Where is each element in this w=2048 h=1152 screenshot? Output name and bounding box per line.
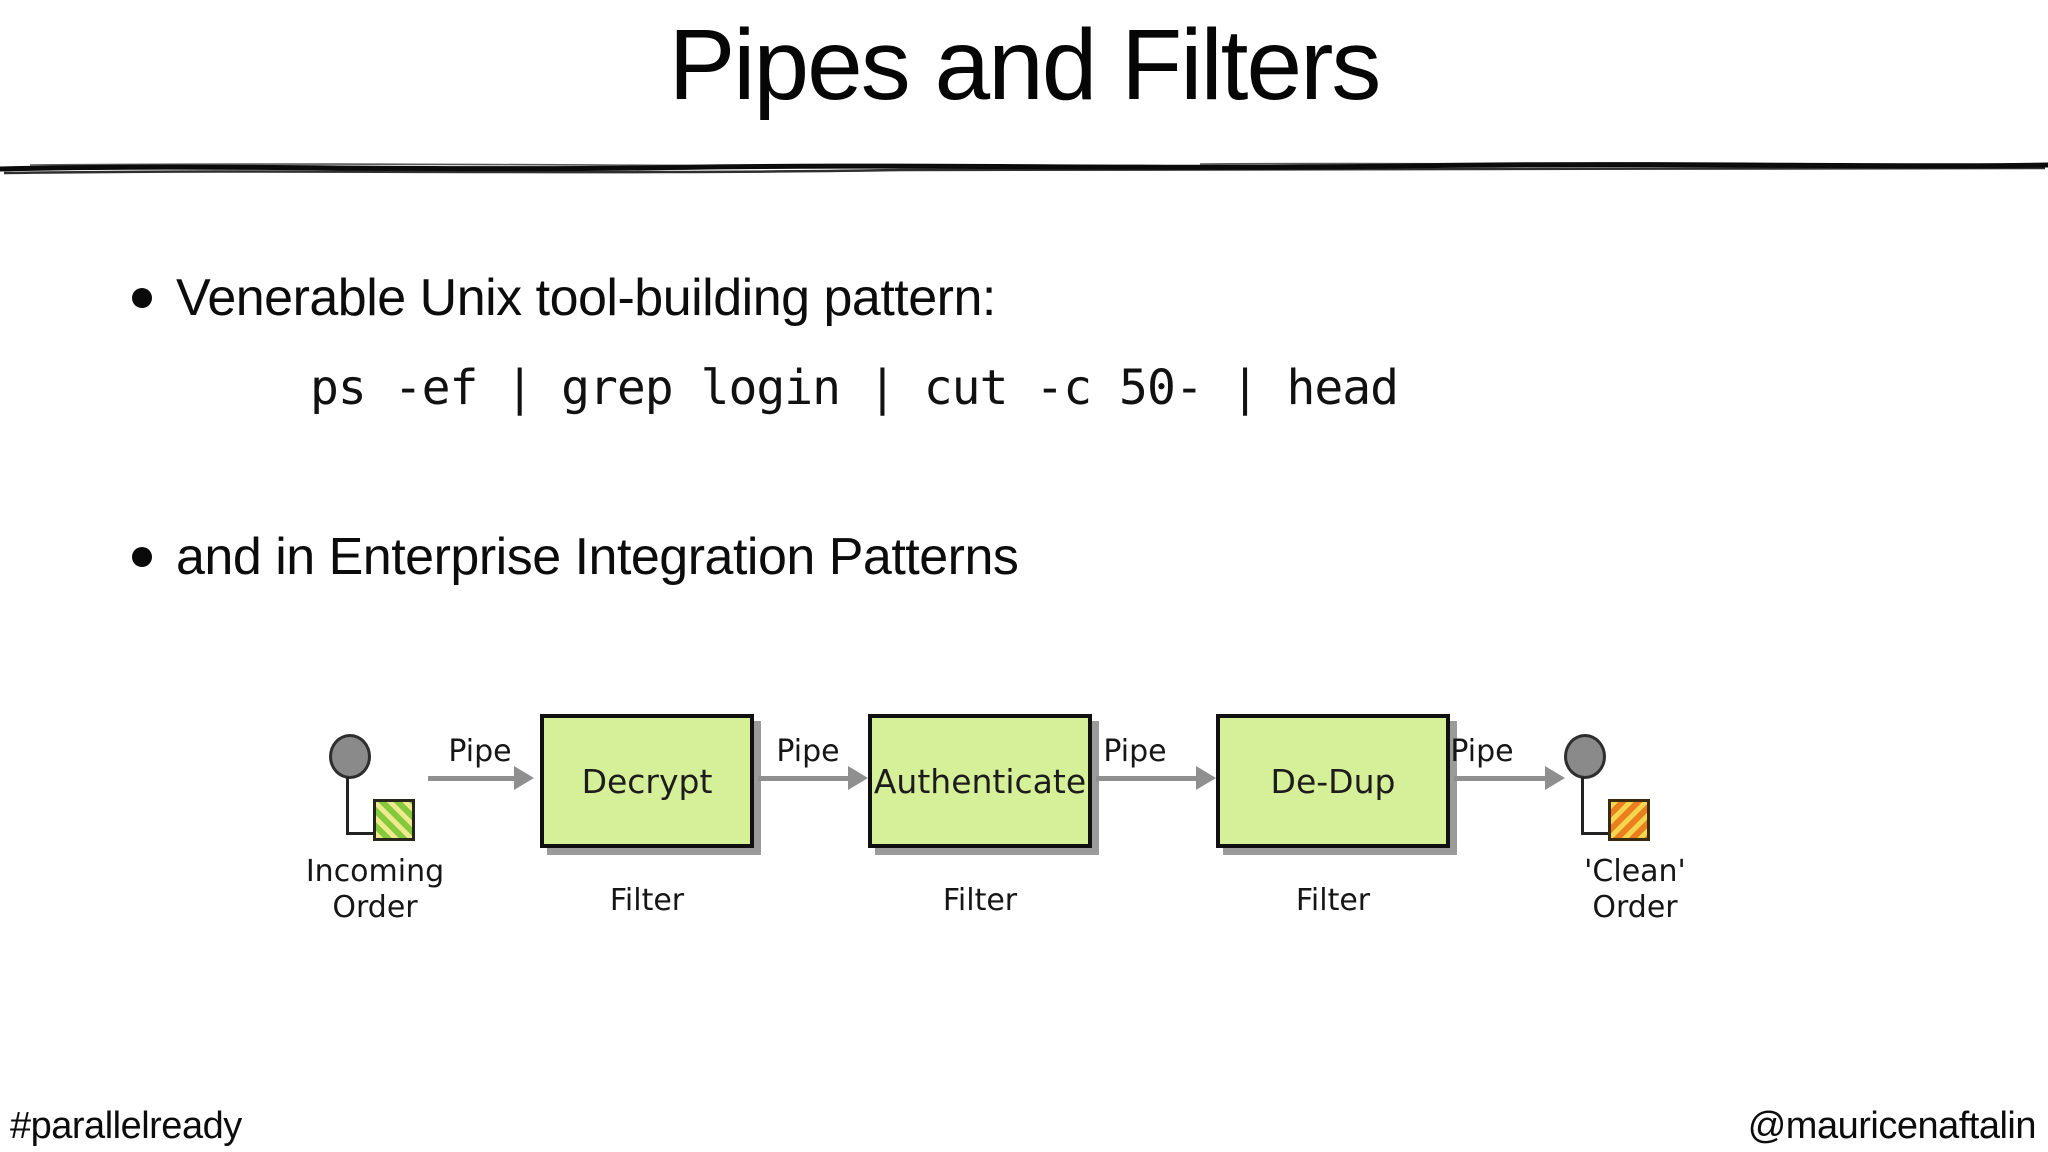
bullet-text-eip: and in Enterprise Integration Patterns (176, 528, 1019, 586)
page-title: Pipes and Filters (668, 9, 1382, 121)
filter-box-dedup: De-Dup (1216, 714, 1450, 848)
filter-caption: Filter (942, 883, 1018, 918)
filter-caption: Filter (609, 883, 685, 918)
filter-name: Decrypt (581, 761, 713, 801)
pipes-filters-diagram: Incoming Order Pipe Decrypt Filter Pipe … (300, 690, 1720, 980)
bullet-dot (132, 547, 152, 567)
filter-box-authenticate: Authenticate (868, 714, 1092, 848)
pipe-label: Pipe (1450, 734, 1514, 769)
pipe-arrow (1096, 766, 1216, 790)
incoming-connector-line (346, 777, 349, 835)
clean-message-icon (1608, 799, 1650, 841)
incoming-order-label-line2: Order (332, 890, 418, 925)
filter-box-decrypt: Decrypt (540, 714, 754, 848)
filter-name: De-Dup (1270, 761, 1396, 801)
filter-name: Authenticate (873, 761, 1087, 801)
pipe-arrow (428, 766, 534, 790)
filter-caption: Filter (1295, 883, 1371, 918)
clean-connector-line (1581, 777, 1584, 835)
clean-connector-line (1581, 832, 1609, 835)
divider-line (0, 162, 2048, 175)
clean-order-label: 'Clean' Order (1540, 854, 1730, 926)
clean-order-circle-icon (1564, 734, 1606, 779)
incoming-connector-line (346, 832, 374, 835)
bullet-dot (132, 288, 152, 308)
hashtag-footer: #parallelready (10, 1105, 242, 1147)
twitter-handle-footer: @mauricenaftalin (1747, 1105, 2037, 1147)
incoming-order-label-line1: Incoming (305, 854, 445, 889)
code-line: ps -ef | grep login | cut -c 50- | head (310, 360, 1399, 416)
incoming-order-circle-icon (329, 734, 371, 779)
pipe-arrow (1454, 766, 1565, 790)
bullet-text-unix: Venerable Unix tool-building pattern: (176, 269, 996, 327)
pipe-arrow (758, 766, 868, 790)
pipe-label: Pipe (1103, 734, 1167, 769)
pipe-label: Pipe (448, 734, 512, 769)
pipe-label: Pipe (776, 734, 840, 769)
clean-order-label-line1: 'Clean' (1584, 854, 1686, 889)
incoming-message-icon (373, 799, 415, 841)
clean-order-label-line2: Order (1592, 890, 1678, 925)
incoming-order-label: Incoming Order (280, 854, 470, 926)
